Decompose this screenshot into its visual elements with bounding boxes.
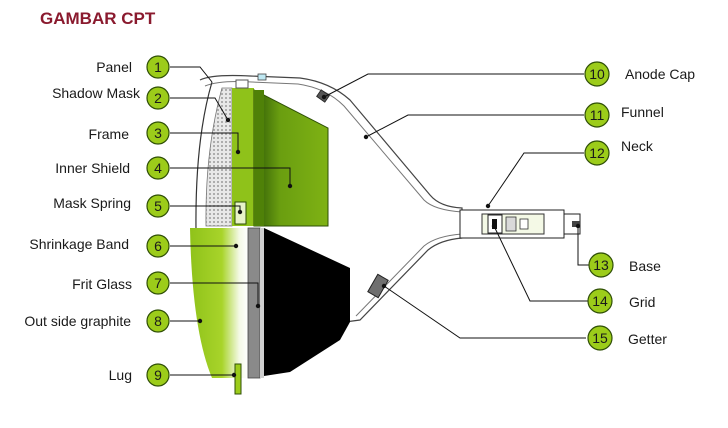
- frame: [232, 88, 254, 226]
- label-outside-graphite: Out side graphite: [24, 313, 131, 329]
- badge-12-number: 12: [589, 145, 605, 161]
- badge-7: [146, 271, 170, 295]
- inner-shield: [253, 89, 329, 227]
- label-inner-shield: Inner Shield: [55, 160, 130, 176]
- badge-11: [584, 102, 610, 128]
- getter: [367, 273, 389, 299]
- label-frame: Frame: [89, 126, 130, 142]
- badge-5: [146, 194, 170, 218]
- label-grid: Grid: [629, 294, 655, 310]
- badge-10: [584, 61, 610, 87]
- label-getter: Getter: [628, 331, 667, 347]
- gun-lens-2: [519, 218, 529, 230]
- gun-lens: [505, 216, 517, 232]
- right-callouts: 10 Anode Cap 11 Funnel 12 Neck 13 Base 1…: [584, 61, 695, 351]
- left-callouts: Panel 1 Shadow Mask 2 Frame 3 Inner Shie…: [24, 55, 170, 387]
- tube-body: [264, 228, 350, 376]
- label-mask-spring: Mask Spring: [53, 195, 131, 211]
- badge-4: [146, 156, 170, 180]
- badge-11-number: 11: [590, 107, 605, 123]
- shadow-mask: [205, 87, 233, 227]
- badge-7-number: 7: [154, 275, 162, 291]
- label-frit-glass: Frit Glass: [72, 276, 132, 292]
- badge-4-number: 4: [154, 160, 162, 176]
- label-funnel: Funnel: [621, 104, 664, 120]
- lug: [234, 363, 242, 395]
- badge-13-number: 13: [593, 257, 609, 273]
- badge-8: [146, 309, 170, 333]
- frit-glass-edge: [260, 228, 264, 378]
- crt-illustration: [190, 73, 581, 395]
- badge-5-number: 5: [154, 198, 162, 214]
- panel-glass: [190, 228, 248, 378]
- badge-15-number: 15: [592, 330, 608, 346]
- badge-8-number: 8: [154, 313, 162, 329]
- badge-3: [146, 121, 170, 145]
- badge-12: [584, 140, 610, 166]
- badge-14-number: 14: [592, 293, 608, 309]
- badge-9: [146, 363, 170, 387]
- label-shadow-mask: Shadow Mask: [52, 85, 141, 101]
- label-shrinkage-band: Shrinkage Band: [29, 236, 129, 252]
- label-panel: Panel: [96, 59, 132, 75]
- badge-3-number: 3: [154, 125, 162, 141]
- label-base: Base: [629, 258, 661, 274]
- badge-15: [587, 325, 613, 351]
- badge-1-number: 1: [154, 59, 162, 75]
- badge-13: [588, 252, 614, 278]
- badge-6-number: 6: [154, 238, 162, 254]
- diagram-title: GAMBAR CPT: [40, 9, 156, 28]
- badge-2: [146, 86, 170, 110]
- label-neck: Neck: [621, 138, 654, 154]
- base-pin: [572, 221, 580, 227]
- leader-lines: [170, 66, 590, 378]
- badge-2-number: 2: [154, 90, 162, 106]
- glass-envelope-lower: [355, 233, 463, 317]
- label-anode-cap: Anode Cap: [625, 66, 695, 82]
- frame-cap: [235, 79, 249, 89]
- badge-1: [146, 55, 170, 79]
- glass-envelope: [199, 74, 463, 323]
- badge-6: [146, 234, 170, 258]
- badge-9-number: 9: [154, 367, 162, 383]
- inner-shield-edge: [254, 90, 264, 226]
- label-lug: Lug: [109, 367, 132, 383]
- badge-10-number: 10: [589, 66, 605, 82]
- top-clip: [257, 73, 267, 81]
- badge-14: [587, 288, 613, 314]
